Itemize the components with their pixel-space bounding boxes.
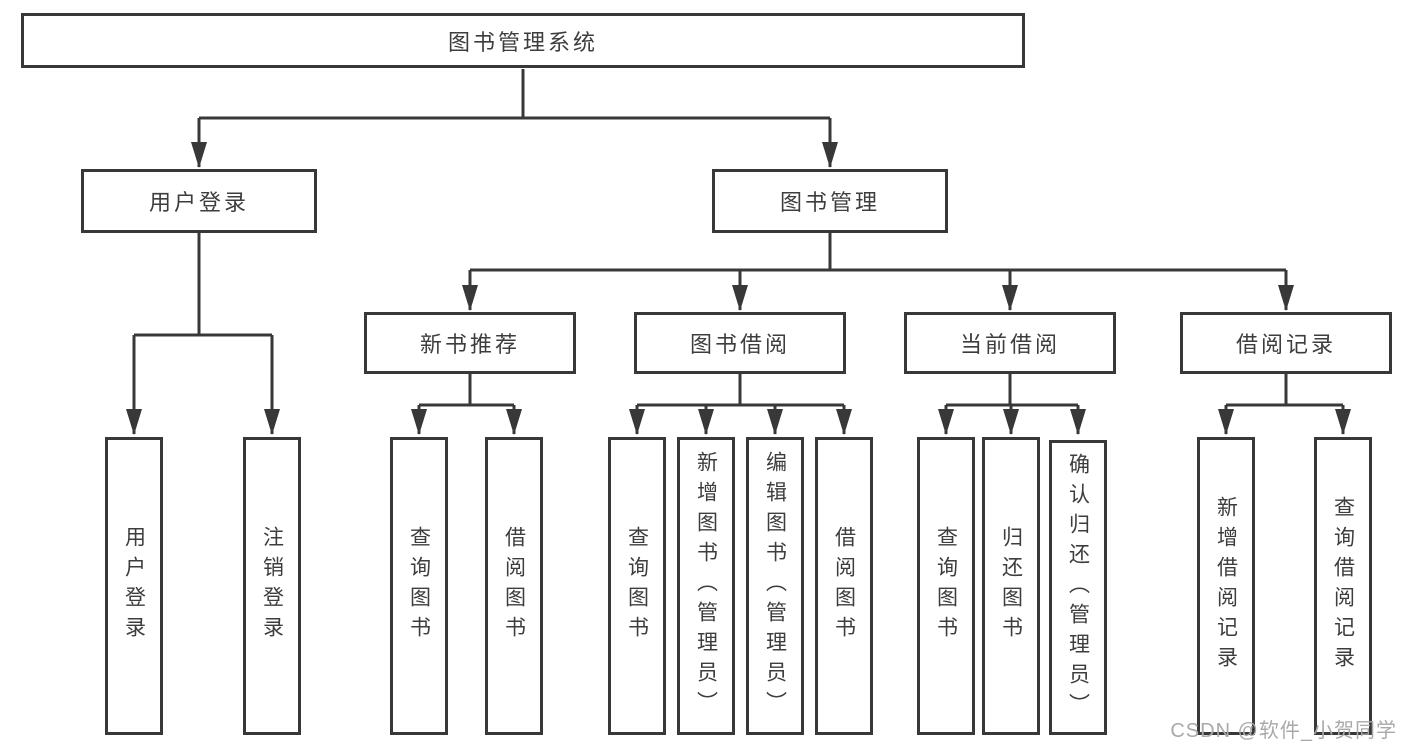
leaf-query-books-borrowing: 查询图书 <box>608 437 666 735</box>
node-new-book-recommend-label: 新书推荐 <box>419 332 520 357</box>
leaf-add-books-admin-label: 新增图书（管理员） <box>694 451 718 721</box>
leaf-user-login-label: 用户登录 <box>122 526 146 646</box>
leaf-return-books-label: 归还图书 <box>999 526 1023 646</box>
leaf-query-books-recommend-label: 查询图书 <box>407 526 431 646</box>
node-current-borrowing-label: 当前借阅 <box>959 332 1060 357</box>
leaf-borrow-books-recommend-label: 借阅图书 <box>502 526 526 646</box>
leaf-query-books-recommend: 查询图书 <box>390 437 448 735</box>
node-current-borrowing: 当前借阅 <box>904 312 1116 374</box>
leaf-edit-books-admin-label: 编辑图书（管理员） <box>763 451 787 721</box>
leaf-user-login: 用户登录 <box>105 437 163 735</box>
leaf-add-borrow-record-label: 新增借阅记录 <box>1214 496 1238 676</box>
leaf-borrow-books-borrowing-label: 借阅图书 <box>832 526 856 646</box>
leaf-query-books-current-label: 查询图书 <box>934 526 958 646</box>
leaf-query-books-borrowing-label: 查询图书 <box>625 526 649 646</box>
leaf-borrow-books-recommend: 借阅图书 <box>485 437 543 735</box>
leaf-confirm-return-admin-label: 确认归还（管理员） <box>1066 452 1090 723</box>
node-book-borrowing-label: 图书借阅 <box>689 332 790 357</box>
leaf-confirm-return-admin: 确认归还（管理员） <box>1049 440 1107 735</box>
leaf-logout-login-label: 注销登录 <box>260 526 284 646</box>
node-user-login: 用户登录 <box>81 169 317 233</box>
node-book-management: 图书管理 <box>712 169 948 233</box>
node-borrowing-records: 借阅记录 <box>1180 312 1392 374</box>
node-root-label: 图书管理系统 <box>447 29 598 55</box>
node-book-borrowing: 图书借阅 <box>634 312 846 374</box>
leaf-borrow-books-borrowing: 借阅图书 <box>815 437 873 735</box>
leaf-add-borrow-record: 新增借阅记录 <box>1197 437 1255 735</box>
leaf-query-borrow-record-label: 查询借阅记录 <box>1331 496 1355 676</box>
node-new-book-recommend: 新书推荐 <box>364 312 576 374</box>
node-book-management-label: 图书管理 <box>779 190 880 215</box>
leaf-query-books-current: 查询图书 <box>917 437 975 735</box>
leaf-return-books: 归还图书 <box>982 437 1040 735</box>
watermark-text: CSDN @软件_小贺同学 <box>1170 720 1397 742</box>
node-root: 图书管理系统 <box>21 13 1025 68</box>
node-user-login-label: 用户登录 <box>148 190 249 215</box>
node-borrowing-records-label: 借阅记录 <box>1235 332 1336 357</box>
leaf-add-books-admin: 新增图书（管理员） <box>677 437 735 735</box>
leaf-edit-books-admin: 编辑图书（管理员） <box>746 437 804 735</box>
leaf-logout-login: 注销登录 <box>243 437 301 735</box>
leaf-query-borrow-record: 查询借阅记录 <box>1314 437 1372 735</box>
